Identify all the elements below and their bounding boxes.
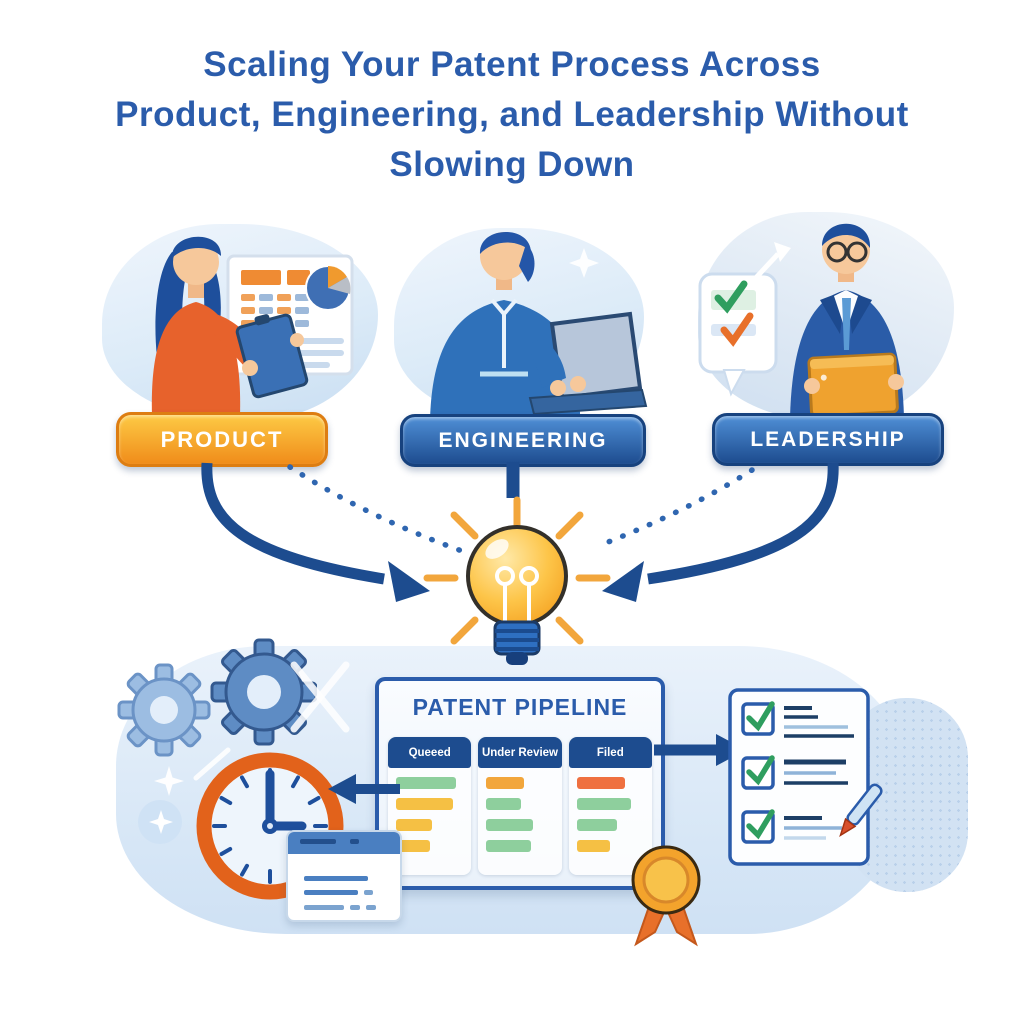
checklist-item [741,809,842,844]
product-person-illustration [151,236,354,416]
pipeline-card [576,798,631,810]
filament [495,566,539,621]
pipeline-card [396,819,432,831]
patent-pipeline-board: PATENT PIPELINE Queeed Under Review File… [375,677,665,890]
pipeline-card [576,840,610,852]
leadership-person-illustration [698,223,904,418]
column-header-filed: Filed [568,737,652,768]
pipeline-card [486,777,525,789]
title-line-2: Product, Engineering, and Leadership Wit… [115,95,909,134]
award-ribbon-icon [631,845,701,947]
approval-speech-bubble-icon [698,272,778,397]
gear-icon [117,663,211,757]
pie-chart-icon [305,265,351,311]
pipeline-title: PATENT PIPELINE [412,694,628,720]
pipeline-column-under-review: Under Review [478,737,562,875]
pipeline-column-queued: Queeed [388,737,472,875]
growth-arrow-icon [750,242,791,284]
badge-engineering-label: ENGINEERING [438,428,608,452]
pipeline-card [486,819,534,831]
document-header [288,832,400,854]
pipeline-card [486,840,532,852]
persona-leadership: LEADERSHIP [694,206,956,468]
checklist-item [741,755,848,790]
badge-engineering: ENGINEERING [400,414,646,467]
page-title: Scaling Your Patent Process Across Produ… [0,40,1024,190]
document-icon [286,830,402,922]
sparkle-icon [193,747,231,781]
pipeline-columns: Queeed Under Review Filed [388,737,652,875]
engineer-figure [430,231,648,420]
dotted-line-product [287,464,465,554]
column-header-queued: Queeed [388,737,472,768]
pipeline-column-filed: Filed [568,737,652,875]
sparkle-icon [154,766,184,796]
pipeline-card [396,798,453,810]
title-line-3: Slowing Down [389,145,635,184]
title-line-1: Scaling Your Patent Process Across [203,45,821,84]
gears-illustration [117,638,317,757]
pipeline-card [486,798,522,810]
column-body [478,768,561,861]
pipeline-card [576,819,617,831]
column-header-under-review: Under Review [478,737,562,768]
arrow-leadership-to-idea [602,462,839,602]
engineering-person-illustration [430,231,648,420]
light-rays [423,496,611,645]
checklist-document-icon [728,688,883,866]
pipeline-card [576,777,625,789]
badge-product-label: PRODUCT [160,426,284,452]
lightbulb-icon [423,496,611,665]
product-manager-figure [151,236,309,416]
column-body [569,768,652,861]
pipeline-card [396,840,430,852]
pipeline-card [396,777,456,789]
persona-engineering: ENGINEERING [392,222,648,468]
dotted-line-leadership [595,467,755,549]
badge-leadership: LEADERSHIP [712,413,944,466]
arrow-product-to-idea [201,462,430,602]
badge-leadership-label: LEADERSHIP [750,427,906,451]
sparkle-icon [290,661,350,733]
sparkle-icon [149,810,173,834]
checklist-item [741,701,854,738]
badge-product: PRODUCT [116,412,328,467]
folder-icon [807,352,899,418]
column-body [388,768,471,861]
pen-icon [839,783,883,838]
sparkle-icon [569,248,599,278]
persona-product: PRODUCT [100,218,382,470]
leader-figure [790,223,904,418]
